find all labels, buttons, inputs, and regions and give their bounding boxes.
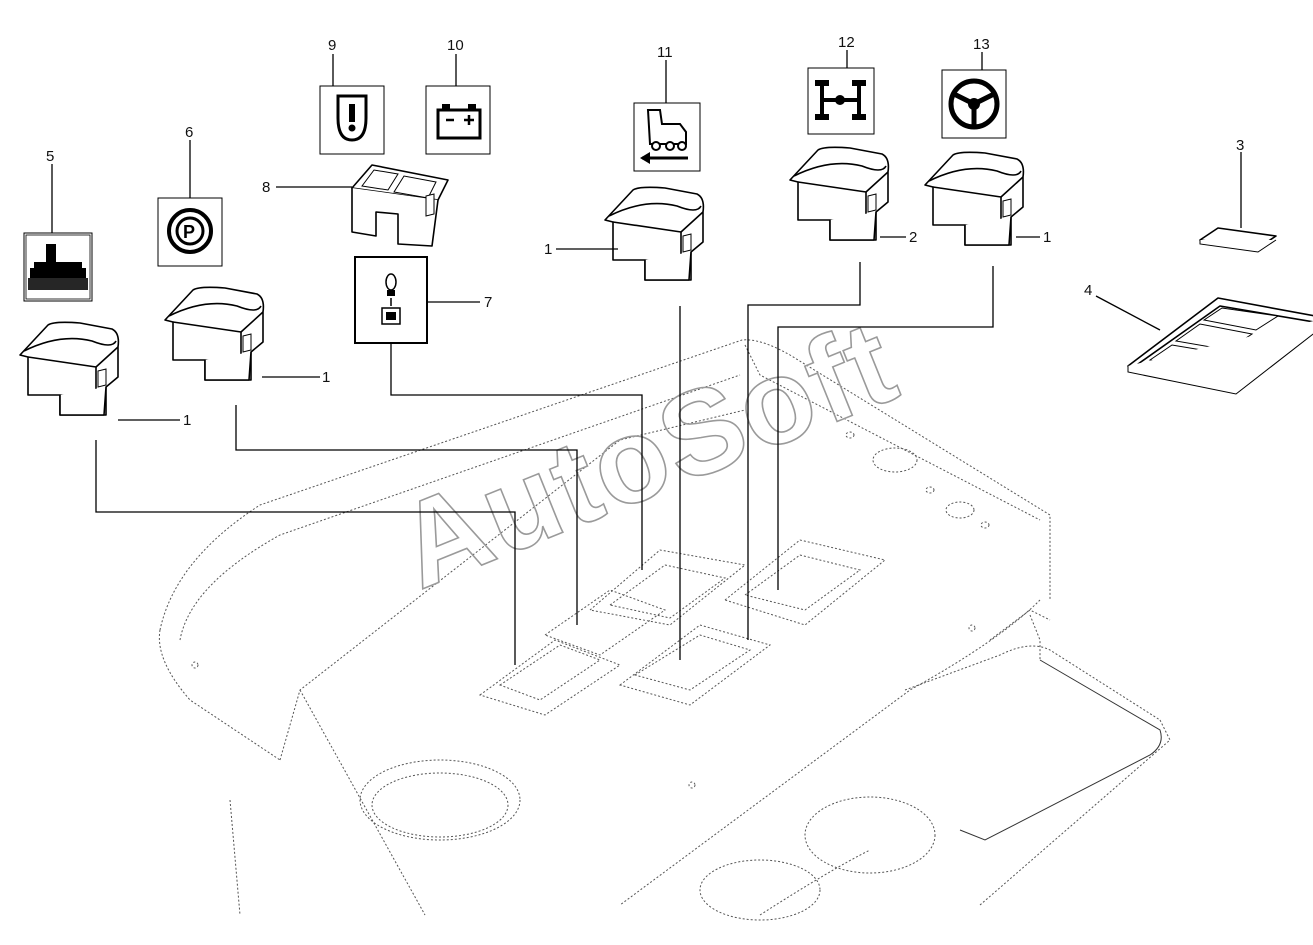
callout-5: 5 bbox=[46, 148, 54, 165]
leader-lines bbox=[51, 50, 1242, 665]
callout-4: 4 bbox=[1084, 282, 1092, 299]
callout-7: 7 bbox=[484, 294, 492, 311]
switch-frame-4 bbox=[1127, 297, 1313, 395]
symbol-label-10 bbox=[425, 85, 491, 155]
battery-icon bbox=[436, 104, 482, 140]
callout-3: 3 bbox=[1236, 137, 1244, 154]
parking-brake-icon: P bbox=[167, 208, 213, 254]
switch-housing-8 bbox=[351, 164, 449, 247]
callout-10: 10 bbox=[447, 37, 464, 54]
callout-1-switch-6: 1 bbox=[322, 369, 330, 386]
rocker-switch-5 bbox=[19, 321, 120, 416]
symbol-label-7 bbox=[354, 256, 428, 344]
symbol-label-5 bbox=[23, 232, 93, 302]
symbol-label-6: P bbox=[157, 197, 223, 267]
callout-9: 9 bbox=[328, 37, 336, 54]
symbol-label-12 bbox=[807, 67, 875, 135]
engine-oil-warning-icon bbox=[336, 94, 368, 142]
rocker-switch-11 bbox=[604, 186, 705, 281]
callout-1-switch-11: 1 bbox=[544, 241, 552, 258]
callout-12: 12 bbox=[838, 34, 855, 51]
callout-6: 6 bbox=[185, 124, 193, 141]
symbol-label-13 bbox=[941, 69, 1007, 139]
rocker-switch-13 bbox=[924, 151, 1025, 246]
symbol-label-11 bbox=[633, 102, 701, 172]
dashboard-console bbox=[158, 339, 1171, 921]
bulb-relay-icon bbox=[381, 273, 401, 325]
watermark: AutoSoft bbox=[380, 294, 915, 614]
callout-11: 11 bbox=[657, 44, 673, 61]
ground-implement-icon bbox=[28, 244, 88, 290]
steering-wheel-icon bbox=[948, 78, 1000, 130]
four-wheel-drive-icon bbox=[815, 80, 866, 120]
rocker-switch-12 bbox=[789, 146, 890, 241]
callout-8: 8 bbox=[262, 179, 270, 196]
insert-plate-3 bbox=[1199, 227, 1277, 253]
callout-13: 13 bbox=[973, 36, 990, 53]
callout-2: 2 bbox=[909, 229, 917, 246]
svg-text:P: P bbox=[183, 222, 195, 242]
rocker-switch-6 bbox=[164, 286, 265, 381]
symbol-label-9 bbox=[319, 85, 385, 155]
callout-1-switch-13: 1 bbox=[1043, 229, 1051, 246]
reverse-drive-icon bbox=[640, 109, 688, 164]
callout-1-switch-5: 1 bbox=[183, 412, 191, 429]
